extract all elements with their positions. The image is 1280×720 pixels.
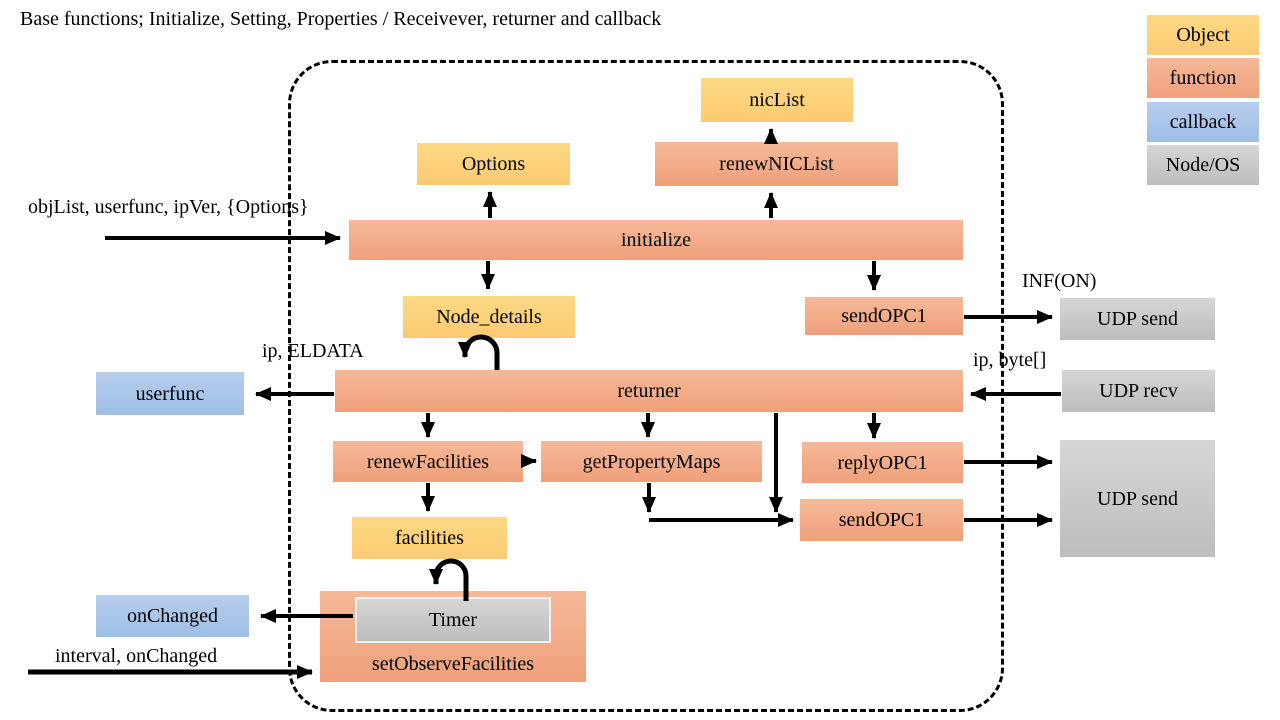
node-sendopc1-bottom: sendOPC1 bbox=[800, 499, 963, 541]
annotation-ip-byte: ip, byte[] bbox=[973, 349, 1047, 371]
node-initialize: initialize bbox=[349, 220, 963, 260]
annotation-inf-on: INF(ON) bbox=[1022, 270, 1097, 292]
legend-item-callback: callback bbox=[1147, 102, 1259, 142]
legend-item-node-os: Node/OS bbox=[1147, 145, 1259, 185]
node-node-details: Node_details bbox=[403, 296, 575, 338]
node-facilities: facilities bbox=[352, 517, 507, 559]
node-getpropertymaps: getPropertyMaps bbox=[541, 441, 762, 482]
node-udp-send-top: UDP send bbox=[1060, 298, 1215, 340]
legend-item-object: Object bbox=[1147, 15, 1259, 55]
annotation-initialize-args: objList, userfunc, ipVer, {Options} bbox=[28, 196, 309, 218]
setobservefacilities-label: setObserveFacilities bbox=[371, 653, 535, 675]
node-returner: returner bbox=[335, 370, 963, 412]
node-userfunc: userfunc bbox=[96, 372, 244, 415]
node-onchanged: onChanged bbox=[96, 595, 249, 637]
annotation-interval-onchanged: interval, onChanged bbox=[55, 645, 218, 667]
node-niclist: nicList bbox=[701, 78, 853, 122]
node-udp-send-bottom: UDP send bbox=[1060, 440, 1215, 557]
node-sendopc1-top: sendOPC1 bbox=[805, 297, 963, 335]
module-boundary-frame bbox=[288, 60, 1004, 712]
node-renewniclist: renewNICList bbox=[655, 142, 898, 186]
diagram-title: Base functions; Initialize, Setting, Pro… bbox=[20, 8, 662, 30]
annotation-ip-eldata: ip, ELDATA bbox=[262, 340, 364, 362]
legend-item-function: function bbox=[1147, 58, 1259, 98]
node-options: Options bbox=[417, 143, 570, 185]
node-udp-recv: UDP recv bbox=[1062, 370, 1215, 412]
node-renewfacilities: renewFacilities bbox=[333, 441, 523, 482]
node-replyopc1: replyOPC1 bbox=[802, 442, 963, 483]
node-timer: Timer bbox=[355, 597, 551, 643]
